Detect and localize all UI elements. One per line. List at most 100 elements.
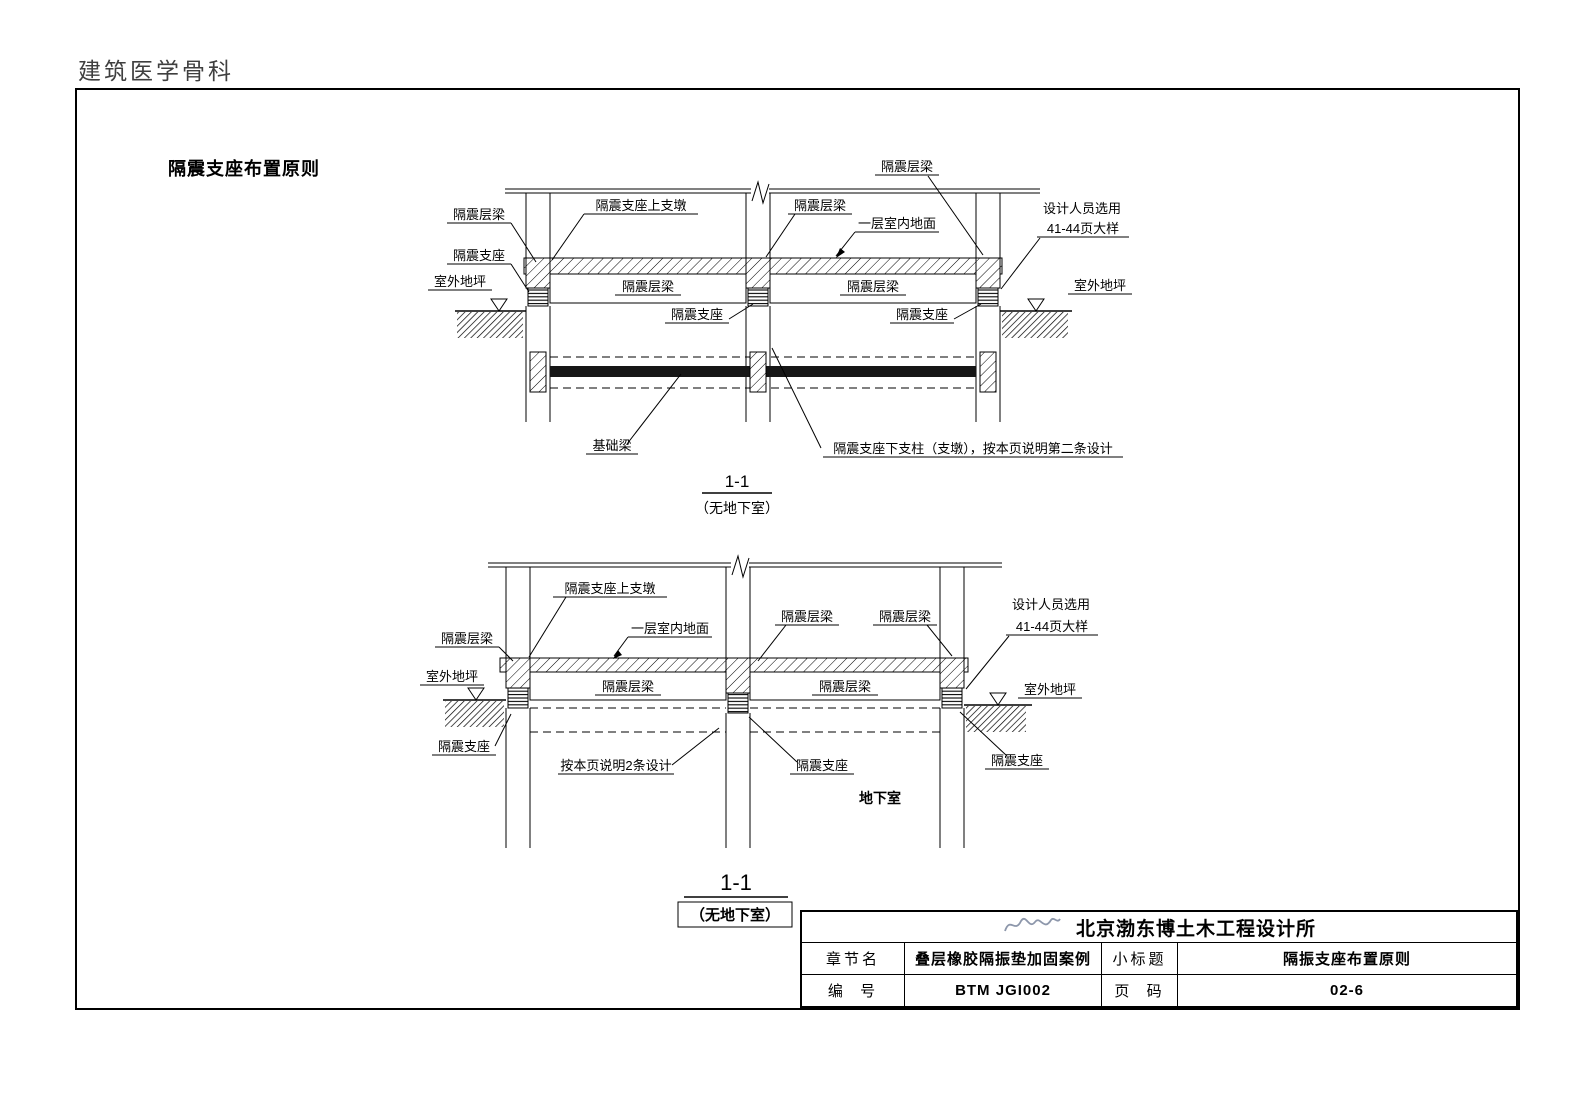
label-bearing-left: 隔震支座 — [432, 713, 512, 756]
isolation-bearing-mid — [727, 692, 749, 714]
title-block-row-number: 编 号 BTM JGI002 页 码 02-6 — [802, 974, 1516, 1006]
label-text: 室外地坪 — [1074, 278, 1126, 293]
upper-pier-left — [505, 657, 531, 689]
leader-line — [959, 711, 1008, 757]
label-bearing-right: 隔震支座 — [890, 303, 982, 324]
isolation-bearing-left — [507, 687, 529, 709]
leader-line — [926, 624, 953, 657]
section-caption-bottom: 1-1 （无地下室） — [677, 870, 793, 928]
label-text: 隔震层梁 — [881, 159, 933, 174]
arrowhead-icon — [836, 248, 845, 258]
leader-line — [765, 213, 796, 258]
upper-pier-mid — [725, 657, 751, 694]
label-designer-note: 设计人员选用 41-44页大样 — [965, 597, 1098, 690]
label-ground-right: 室外地坪 — [1018, 682, 1082, 699]
label-text: 隔震支座 — [896, 307, 948, 322]
label-beam-left: 隔震层梁 — [447, 207, 537, 263]
section-number: 1-1 — [720, 870, 752, 895]
label-text: 一层室内地面 — [858, 216, 936, 231]
label-text: 隔震支座 — [453, 248, 505, 263]
leader-line — [757, 624, 787, 662]
upper-pier-right — [939, 657, 965, 689]
label-basement: 地下室 — [859, 790, 901, 806]
drawing-border — [75, 88, 1520, 1010]
outdoor-ground-right — [1000, 298, 1072, 338]
outdoor-ground-left — [455, 298, 526, 338]
label-foundation-beam: 基础梁 — [586, 373, 682, 455]
label-text: 隔震层梁 — [781, 609, 833, 624]
label-lower-column-note: 隔震支座下支柱（支墩），按本页说明第二条设计 — [771, 347, 1123, 458]
label-beam-in-left: 隔震层梁 — [595, 679, 661, 696]
page-label: 页 码 — [1102, 975, 1178, 1006]
label-text: 隔震支座上支墩 — [564, 581, 655, 596]
level-marker-icon — [490, 298, 508, 312]
section-number: 1-1 — [725, 472, 750, 491]
level-marker-icon — [467, 687, 485, 701]
section-subtitle: （无地下室） — [695, 500, 779, 516]
outdoor-ground-right — [964, 692, 1032, 732]
section-caption-top: 1-1 （无地下室） — [695, 472, 779, 516]
label-text: 隔震层梁 — [441, 631, 493, 646]
lower-column-stub-left — [529, 351, 547, 393]
label-text: 隔震支座 — [438, 739, 490, 754]
label-text: 隔震层梁 — [847, 279, 899, 294]
level-marker-icon — [989, 692, 1007, 706]
isolation-bearing-right — [941, 687, 963, 709]
label-designer-note: 设计人员选用 41-44页大样 — [1000, 201, 1129, 290]
top-structure-lines — [505, 188, 1040, 422]
basement-dashed-outline — [530, 707, 940, 733]
label-text: 室外地坪 — [434, 274, 486, 289]
label-upper-pier: 隔震支座上支墩 — [528, 581, 667, 658]
label-text: 隔震支座 — [796, 758, 848, 773]
label-text: 基础梁 — [592, 438, 631, 453]
subtitle-value: 隔振支座布置原则 — [1282, 951, 1411, 968]
label-text: 按本页说明2条设计 — [560, 758, 671, 773]
label-text: 室外地坪 — [1024, 682, 1076, 697]
label-text: 41-44页大样 — [1047, 221, 1119, 236]
bottom-section-drawing: 隔震支座上支墩 一层室内地面 隔震层梁 隔震层梁 设计人员选用 — [420, 554, 1098, 928]
label-ground-left: 室外地坪 — [420, 669, 484, 686]
label-ground-left: 室外地坪 — [428, 274, 492, 291]
chapter-value: 叠层橡胶隔振垫加固案例 — [905, 943, 1102, 974]
isolation-bearing-right — [977, 287, 999, 307]
title-block-row-chapter: 章节名 叠层橡胶隔振垫加固案例 小标题 隔振支座布置原则 — [802, 943, 1516, 974]
leader-line — [494, 713, 512, 747]
number-label: 编 号 — [802, 975, 905, 1006]
label-beam-right: 隔震层梁 — [873, 609, 953, 657]
label-beam-in-right: 隔震层梁 — [812, 679, 878, 696]
number-value: BTM JGI002 — [905, 975, 1102, 1006]
break-symbol — [751, 180, 770, 205]
label-beam-mid: 隔震层梁 — [765, 198, 852, 258]
label-beam-mid: 隔震层梁 — [757, 609, 839, 662]
label-indoor-floor: 一层室内地面 — [613, 621, 712, 659]
leader-line — [1000, 237, 1041, 290]
label-beam-top: 隔震层梁 — [875, 159, 984, 256]
label-indoor-floor: 一层室内地面 — [835, 216, 939, 258]
page-value: 02-6 — [1329, 982, 1365, 999]
title-block-header: 北京渤东博土木工程设计所 — [802, 912, 1516, 943]
label-text: 隔震层梁 — [453, 207, 505, 222]
label-bearing-right: 隔震支座 — [959, 711, 1049, 770]
outdoor-ground-left — [443, 687, 506, 727]
label-text: 一层室内地面 — [631, 621, 709, 636]
section-subtitle: （无地下室） — [690, 906, 780, 924]
leader-line — [965, 635, 1010, 690]
label-bearing-mid: 隔震支座 — [748, 716, 854, 775]
label-text: 室外地坪 — [426, 669, 478, 684]
label-ground-right: 室外地坪 — [1068, 278, 1132, 295]
label-beam-in-left: 隔震层梁 — [615, 279, 681, 296]
label-bearing-left: 隔震支座 — [447, 248, 530, 293]
level-marker-icon — [1027, 298, 1045, 312]
caption-box — [677, 901, 793, 928]
leader-line — [498, 646, 514, 662]
label-bearing-mid: 隔震支座 — [665, 303, 754, 324]
page-title: 隔震支座布置原则 — [168, 159, 320, 179]
label-text: 设计人员选用 — [1043, 201, 1121, 216]
company-logo — [1002, 912, 1062, 943]
break-symbol — [731, 554, 750, 579]
label-text: 隔震支座 — [671, 307, 723, 322]
label-text: 地下室 — [859, 790, 901, 806]
label-design-note: 按本页说明2条设计 — [558, 727, 720, 775]
label-text: 隔震支座 — [991, 753, 1043, 768]
